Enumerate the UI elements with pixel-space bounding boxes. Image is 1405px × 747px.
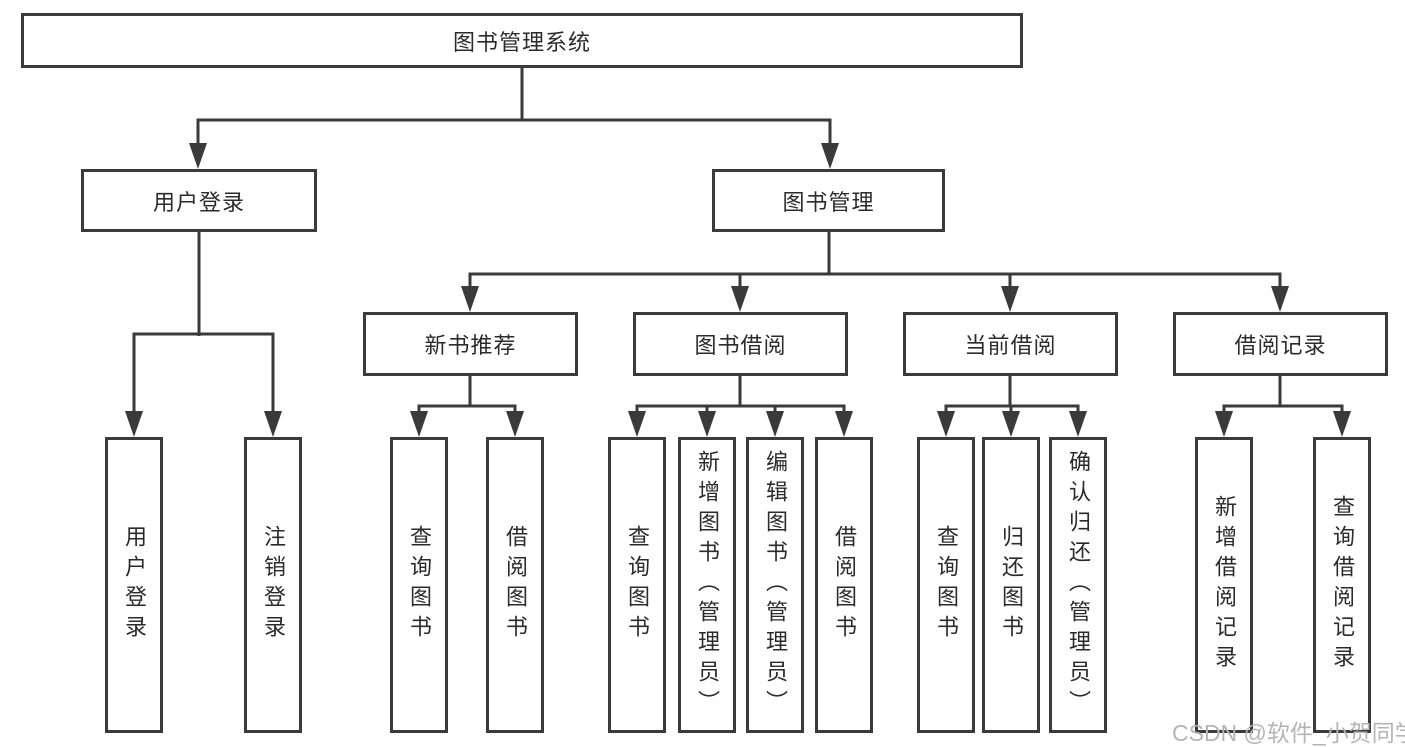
node-label: 查询图书 — [407, 525, 432, 645]
node-label: 新书推荐 — [424, 333, 517, 358]
node-label: 查询借阅记录 — [1330, 495, 1355, 675]
node-label: 新增图书（管理员） — [695, 450, 720, 720]
node-label: 查询图书 — [934, 525, 959, 645]
node-label: 新增借阅记录 — [1212, 495, 1237, 675]
leaf-edit-book-admin: 编辑图书（管理员） — [746, 437, 804, 733]
node-new-book-recommend: 新书推荐 — [363, 312, 578, 376]
node-label: 借阅图书 — [503, 525, 528, 645]
watermark: CSDN @软件_小贺同学 — [1172, 720, 1405, 746]
connector-new-book-recommend-to-leaves — [417, 376, 517, 415]
node-label: 图书借阅 — [694, 333, 787, 358]
node-label: 当前借阅 — [964, 333, 1057, 358]
leaf-logout: 注销登录 — [244, 437, 302, 733]
leaf-query-books-current: 查询图书 — [917, 437, 975, 733]
arrowheads — [125, 143, 1351, 437]
connector-current-borrowing-to-leaves — [944, 376, 1080, 415]
node-label: 编辑图书（管理员） — [763, 450, 788, 720]
node-user-login: 用户登录 — [81, 169, 317, 232]
leaf-query-books-recommend: 查询图书 — [390, 437, 448, 733]
node-borrowing-records: 借阅记录 — [1173, 312, 1388, 376]
connector-root-to-level2 — [196, 68, 832, 146]
connector-user-login-to-leaves — [132, 232, 275, 415]
leaf-borrow-book: 借阅图书 — [815, 437, 873, 733]
node-label: 查询图书 — [625, 525, 650, 645]
leaf-confirm-return-admin: 确认归还（管理员） — [1049, 437, 1107, 733]
leaf-add-borrow-record: 新增借阅记录 — [1195, 437, 1253, 733]
connector-book-borrowing-to-leaves — [635, 376, 846, 415]
leaf-add-book-admin: 新增图书（管理员） — [678, 437, 736, 733]
node-label: 图书管理系统 — [452, 29, 591, 55]
node-current-borrowing: 当前借阅 — [903, 312, 1118, 376]
leaf-return-book: 归还图书 — [982, 437, 1040, 733]
node-label: 注销登录 — [261, 525, 286, 645]
leaf-user-login: 用户登录 — [105, 437, 163, 733]
node-label: 借阅记录 — [1234, 333, 1327, 358]
node-label: 归还图书 — [999, 525, 1024, 645]
leaf-query-borrow-record: 查询借阅记录 — [1313, 437, 1371, 733]
node-book-borrowing: 图书借阅 — [633, 312, 848, 376]
node-label: 借阅图书 — [832, 525, 857, 645]
leaf-query-books-borrowing: 查询图书 — [608, 437, 666, 733]
node-library-management-system: 图书管理系统 — [21, 13, 1023, 68]
node-label: 用户登录 — [152, 189, 245, 215]
node-label: 图书管理 — [782, 189, 875, 215]
node-book-management: 图书管理 — [712, 169, 945, 232]
node-label: 用户登录 — [122, 525, 147, 645]
connector-borrowing-records-to-leaves — [1222, 376, 1344, 415]
connector-book-management-to-level3 — [468, 232, 1282, 290]
node-label: 确认归还（管理员） — [1066, 450, 1091, 720]
leaf-borrow-books-recommend: 借阅图书 — [486, 437, 544, 733]
